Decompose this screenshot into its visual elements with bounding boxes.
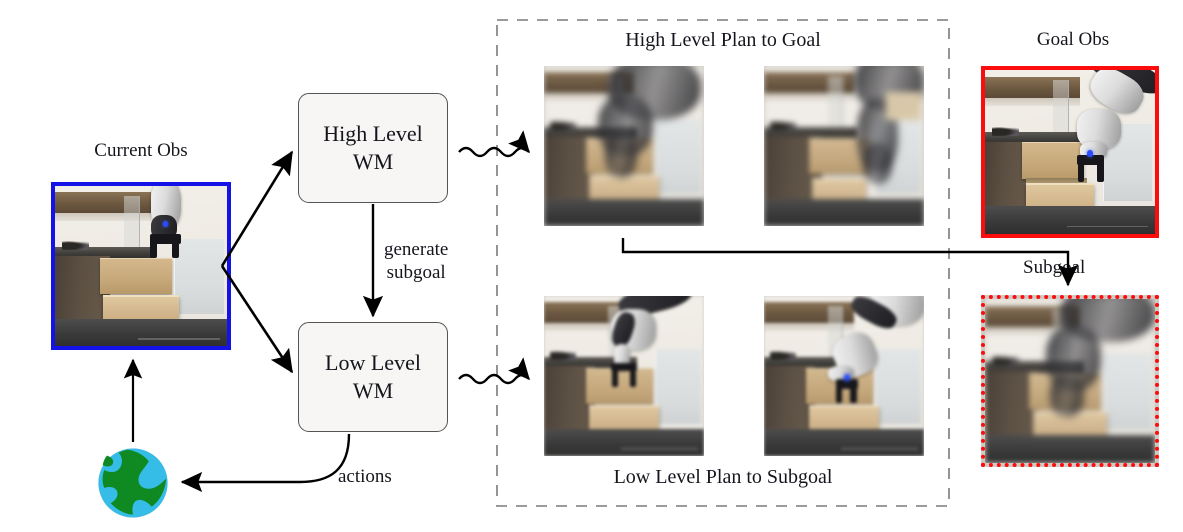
low-level-wm-to-plan-wavy-arrow: [458, 357, 530, 385]
high-level-plan-frame-1-scene: [544, 66, 704, 226]
low-level-wm-label: Low Level WM: [325, 350, 421, 403]
current-obs-label: Current Obs: [94, 140, 188, 161]
low-level-plan-frame-1-scene: [544, 296, 704, 456]
subgoal-image[interactable]: [981, 295, 1159, 467]
high-level-wm-node[interactable]: High Level WM: [298, 93, 448, 203]
actions-label: actions: [338, 466, 392, 487]
low-level-plan-frame-2-scene: [764, 296, 924, 456]
high-level-wm-to-plan-wavy-arrow: [458, 130, 530, 158]
earth-globe-icon: [97, 447, 169, 519]
goal-obs-scene: [985, 70, 1155, 234]
low-level-plan-title: Low Level Plan to Subgoal: [613, 466, 833, 488]
high-level-plan-frame-2-scene: [764, 66, 924, 226]
current-obs-to-high-level-wm-arrow: [220, 150, 294, 267]
low-level-plan-frame-1[interactable]: [544, 296, 704, 456]
high-level-plan-frame-2[interactable]: [764, 66, 924, 226]
current-obs-image[interactable]: [51, 182, 231, 350]
low-level-wm-node[interactable]: Low Level WM: [298, 322, 448, 432]
actions-to-world-arrow: [180, 433, 351, 493]
subgoal-label: Subgoal: [1023, 257, 1086, 278]
high-level-wm-label: High Level WM: [323, 121, 423, 174]
high-level-plan-title: High Level Plan to Goal: [625, 29, 821, 51]
subgoal-scene: [985, 299, 1155, 463]
high-level-plan-frame-1[interactable]: [544, 66, 704, 226]
current-obs-scene: [55, 186, 227, 346]
high-level-plan-to-subgoal-arrow: [621, 238, 1079, 287]
low-level-plan-frame-2[interactable]: [764, 296, 924, 456]
goal-obs-image[interactable]: [981, 66, 1159, 238]
current-obs-to-low-level-wm-arrow: [220, 265, 294, 374]
generate-subgoal-label: generate subgoal: [384, 239, 449, 284]
goal-obs-label: Goal Obs: [1036, 29, 1110, 50]
